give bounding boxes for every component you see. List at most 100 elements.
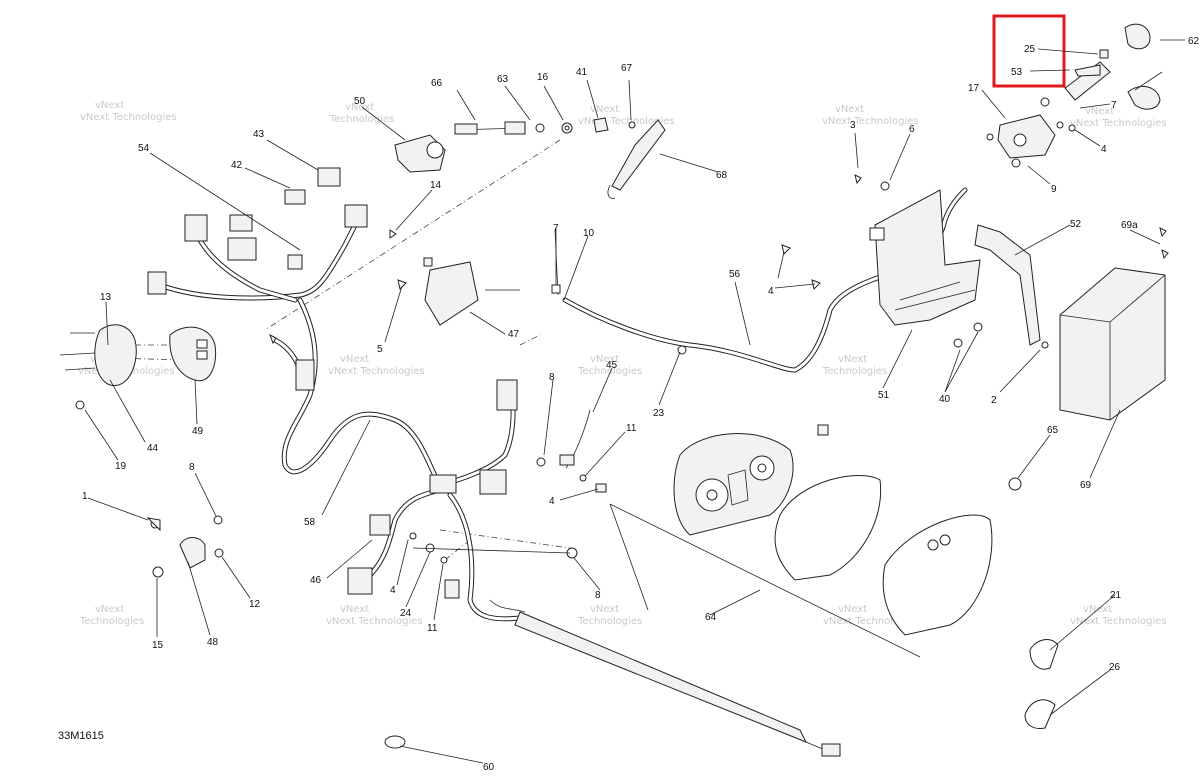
callout-26[interactable]: 26 [1109,662,1121,673]
callout-49[interactable]: 49 [192,426,204,437]
connector[interactable] [821,743,841,757]
connector[interactable] [496,379,518,411]
callout-8[interactable]: 8 [549,372,555,383]
cable-56[interactable] [551,187,968,373]
connector[interactable] [229,214,253,232]
callout-6[interactable]: 6 [909,124,915,135]
callout-67[interactable]: 67 [621,63,633,74]
connector[interactable] [295,359,315,391]
callout-41[interactable]: 41 [576,67,588,78]
connector[interactable] [287,254,303,270]
callout-24[interactable]: 24 [400,608,412,619]
watermark: vNext Technologies [822,116,919,127]
callout-14[interactable]: 14 [430,180,442,191]
switch-housings[interactable] [59,324,217,410]
module-47[interactable] [424,261,479,326]
callout-23[interactable]: 23 [653,408,665,419]
callout-64[interactable]: 64 [705,612,717,623]
callout-56[interactable]: 56 [729,269,741,280]
callout-54[interactable]: 54 [138,143,150,154]
callout-16[interactable]: 16 [537,72,549,83]
callout-4[interactable]: 4 [1101,144,1107,155]
tether-cord[interactable] [611,119,666,191]
callout-10[interactable]: 10 [583,228,595,239]
callout-5[interactable]: 5 [377,344,383,355]
callout-69[interactable]: 69 [1080,480,1092,491]
callout-63[interactable]: 63 [497,74,509,85]
connector[interactable] [227,237,257,261]
callout-3[interactable]: 3 [850,120,856,131]
wiring-harness[interactable] [147,167,523,622]
callout-60[interactable]: 60 [483,762,495,773]
callout-53[interactable]: 53 [1011,67,1023,78]
battery-69[interactable] [1008,227,1169,491]
callout-42[interactable]: 42 [231,160,243,171]
callout-11[interactable]: 11 [427,623,438,634]
connector[interactable] [317,167,341,187]
callout-69a[interactable]: 69a [1121,220,1138,231]
cap-62-bottom[interactable] [1127,85,1161,110]
callout-4[interactable]: 4 [390,585,396,596]
callout-13[interactable]: 13 [100,292,112,303]
fasteners[interactable] [146,229,607,578]
relay-assembly[interactable] [986,23,1161,168]
cap-62-top[interactable] [1124,23,1151,50]
callout-4[interactable]: 4 [549,496,555,507]
bracket-48[interactable] [179,537,206,569]
small-parts-top[interactable] [454,117,666,199]
callout-8[interactable]: 8 [595,590,601,601]
callout-58[interactable]: 58 [304,517,316,528]
nut-65[interactable] [1008,477,1022,491]
callout-15[interactable]: 15 [152,640,164,651]
callout-1[interactable]: 1 [82,491,88,502]
callout-21[interactable]: 21 [1110,590,1122,601]
callout-65[interactable]: 65 [1047,425,1059,436]
callout-46[interactable]: 46 [310,575,322,586]
callout-52[interactable]: 52 [1070,219,1082,230]
watermark: vNext [590,354,619,365]
callout-44[interactable]: 44 [147,443,159,454]
connector[interactable] [369,514,391,536]
callout-51[interactable]: 51 [878,390,890,401]
connector[interactable] [444,579,460,599]
callout-9[interactable]: 9 [1051,184,1057,195]
callout-62[interactable]: 62 [1188,36,1200,47]
bracket-52[interactable] [974,224,1049,349]
callout-48[interactable]: 48 [207,637,219,648]
callout-25[interactable]: 25 [1024,44,1036,55]
watermark: Technologies [79,616,144,627]
callout-50[interactable]: 50 [354,96,366,107]
callout-11[interactable]: 11 [626,423,637,434]
callout-40[interactable]: 40 [939,394,951,405]
switch-housing-right[interactable] [169,326,217,382]
callout-7[interactable]: 7 [553,223,559,234]
switch-housing-left[interactable] [94,324,137,386]
connector[interactable] [429,474,457,494]
callout-45[interactable]: 45 [606,360,618,371]
callout-66[interactable]: 66 [431,78,443,89]
callout-47[interactable]: 47 [508,329,520,340]
callout-19[interactable]: 19 [115,461,127,472]
assembly-line [519,334,541,346]
instrument-cluster[interactable] [673,424,829,536]
callout-43[interactable]: 43 [253,129,265,140]
callout-12[interactable]: 12 [249,599,261,610]
harness-cover-strip[interactable] [384,599,841,757]
callout-7[interactable]: 7 [1111,100,1117,111]
battery-tray[interactable] [854,174,983,348]
cluster-bezel[interactable] [774,474,993,636]
connector[interactable] [147,271,167,295]
connector[interactable] [184,214,208,242]
callout-4[interactable]: 4 [768,286,774,297]
callout-17[interactable]: 17 [968,83,980,94]
callout-68[interactable]: 68 [716,170,728,181]
callout-2[interactable]: 2 [991,395,997,406]
grommet[interactable] [384,735,406,749]
connector[interactable] [284,189,306,205]
connector[interactable] [344,204,368,228]
seals[interactable] [1024,639,1059,729]
callout-8[interactable]: 8 [189,462,195,473]
ignition-switch[interactable] [394,134,446,173]
connector[interactable] [347,567,373,595]
connector[interactable] [479,469,507,495]
